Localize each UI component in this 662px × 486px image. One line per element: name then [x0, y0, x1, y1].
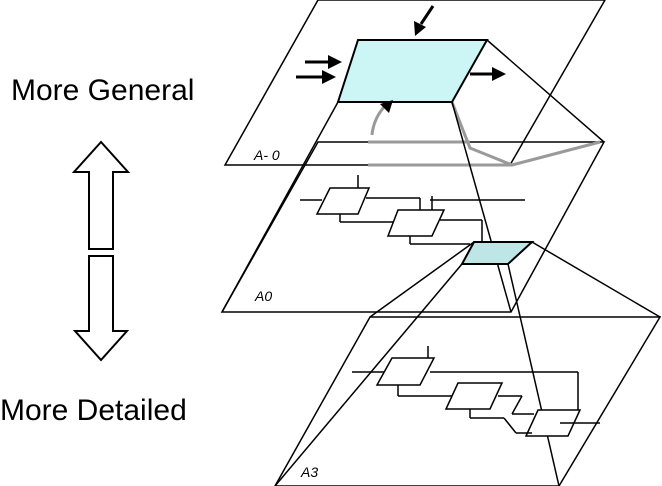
projection-lines-mid — [274, 241, 661, 486]
more-detailed-label: More Detailed — [0, 394, 187, 427]
mid-highlight-box — [460, 241, 535, 265]
input-arrow-icon — [328, 55, 342, 69]
down-arrow-icon — [72, 255, 130, 362]
a3-subdiagram — [352, 346, 600, 437]
output-arrow-icon — [492, 67, 506, 81]
input-arrow-icon — [322, 70, 336, 84]
plane-a-minus-0-label: A- 0 — [253, 147, 280, 163]
mechanism-arrow — [370, 100, 393, 136]
control-arrow-icon — [414, 21, 426, 36]
plane-a3-label: A3 — [300, 464, 318, 480]
faded-projection — [368, 101, 601, 167]
plane-a3: A3 — [274, 316, 662, 486]
top-highlight-box — [336, 39, 489, 103]
mechanism-arrow-icon — [380, 100, 393, 113]
a0-subdiagram — [300, 175, 525, 245]
plane-a0-label: A0 — [254, 288, 272, 304]
general-detail-arrow — [71, 140, 131, 362]
top-box-arrows — [296, 5, 506, 84]
up-arrow-icon — [71, 140, 131, 250]
more-general-label: More General — [11, 74, 195, 107]
projection-lines-top — [221, 39, 605, 313]
